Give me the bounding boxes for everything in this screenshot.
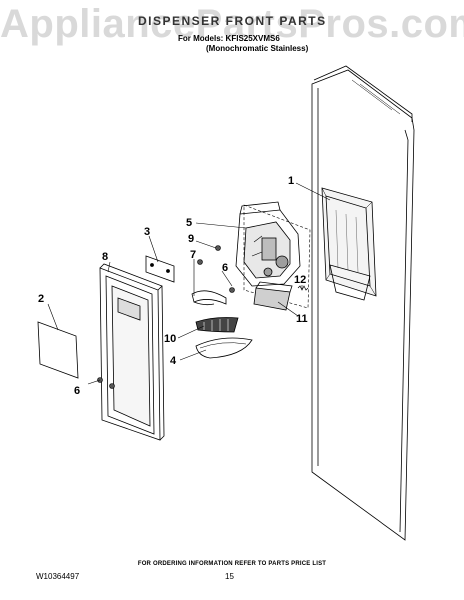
- callout-grille: 10: [164, 333, 176, 345]
- callout-actuator: 11: [296, 313, 308, 325]
- variant-line: (Monochromatic Stainless): [206, 44, 309, 53]
- dispenser-paddle: [191, 290, 227, 306]
- screw-set: [97, 245, 235, 389]
- callout-shelf: 4: [170, 355, 177, 367]
- models-line: For Models: KFIS25XVMS6: [178, 34, 280, 43]
- bezel-frame: [99, 263, 165, 441]
- callout-dispenser-assembly: 5: [186, 217, 192, 229]
- doc-number: W10364497: [36, 572, 80, 581]
- drip-shelf: [195, 337, 253, 359]
- callout-screw-mid: 6: [222, 262, 228, 274]
- watermark: AppliancePartsPros.com: [0, 2, 464, 46]
- drip-grille: [195, 317, 239, 333]
- assembly-guide: [243, 204, 311, 309]
- actuator-lever: [253, 281, 293, 311]
- callout-bracket: 3: [144, 226, 150, 238]
- spring: [297, 285, 309, 291]
- leader-lines: [47, 182, 331, 385]
- callout-screw-top: 9: [188, 233, 194, 245]
- callout-door: 1: [288, 175, 294, 187]
- dispenser-assembly: [235, 201, 301, 287]
- page-number: 15: [225, 572, 234, 581]
- page-title: DISPENSER FRONT PARTS: [138, 14, 327, 28]
- ordering-note: FOR ORDERING INFORMATION REFER TO PARTS …: [137, 561, 327, 567]
- callout-spring: 12: [294, 274, 306, 286]
- mounting-bracket: [145, 255, 175, 283]
- callout-paddle: 7: [190, 249, 196, 261]
- callout-screws-lower: 6: [74, 385, 80, 397]
- callout-frame: 8: [102, 251, 108, 263]
- door-panel: [311, 65, 415, 541]
- callout-cover: 2: [38, 293, 44, 305]
- cover-plate: [37, 321, 79, 379]
